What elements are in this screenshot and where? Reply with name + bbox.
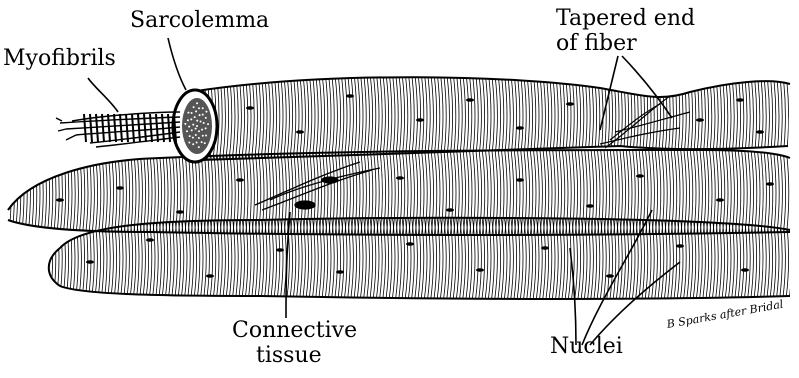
nucleus-mark xyxy=(541,246,549,250)
nucleus-mark xyxy=(276,248,284,252)
nucleus-mark xyxy=(206,274,214,278)
nucleus-mark xyxy=(406,242,414,246)
nucleus-mark xyxy=(396,176,404,180)
nucleus-mark xyxy=(566,102,574,106)
nucleus-mark xyxy=(116,186,124,190)
nucleus-mark xyxy=(476,268,484,272)
nucleus-mark xyxy=(336,270,344,274)
nucleus-mark xyxy=(756,130,764,134)
nucleus-mark xyxy=(636,174,644,178)
label-tapered-end-line1: Tapered end xyxy=(556,6,695,31)
nucleus-mark xyxy=(586,204,594,208)
label-connective-line2: tissue xyxy=(256,343,322,368)
nucleus-mark xyxy=(296,130,304,134)
nucleus-mark xyxy=(146,238,154,242)
nucleus-mark xyxy=(716,198,724,202)
fiber-outlines xyxy=(8,77,790,299)
label-tapered-end-line2: of fiber xyxy=(556,31,637,56)
label-myofibrils: Myofibrils xyxy=(3,46,116,71)
nucleus-mark xyxy=(606,274,614,278)
nucleus-mark xyxy=(516,178,524,182)
myofibrils-leader xyxy=(88,78,118,112)
label-nuclei: Nuclei xyxy=(550,334,623,359)
nuclei-leader-a xyxy=(570,248,576,345)
nucleus-mark xyxy=(86,260,94,264)
sarcolemma-leader xyxy=(168,38,186,90)
nucleus-mark xyxy=(696,118,704,122)
nuclei-marks xyxy=(56,94,774,278)
nucleus-mark xyxy=(736,98,744,102)
nucleus-mark xyxy=(246,106,254,110)
fiber-cross-section xyxy=(173,90,217,162)
nucleus-mark xyxy=(676,244,684,248)
label-sarcolemma: Sarcolemma xyxy=(130,8,269,33)
nucleus-mark xyxy=(176,210,184,214)
nucleus-mark xyxy=(466,98,474,102)
nucleus-mark xyxy=(346,94,354,98)
tapered-end-leader-b xyxy=(622,56,672,118)
nucleus-mark xyxy=(446,208,454,212)
nucleus-mark xyxy=(766,182,774,186)
label-connective-line1: Connective xyxy=(232,318,357,343)
nucleus-mark xyxy=(741,268,749,272)
nucleus-mark xyxy=(236,178,244,182)
nucleus-mark xyxy=(416,118,424,122)
nucleus-mark xyxy=(56,198,64,202)
lower-fiber-striations xyxy=(40,214,795,302)
nucleus-mark xyxy=(516,126,524,130)
